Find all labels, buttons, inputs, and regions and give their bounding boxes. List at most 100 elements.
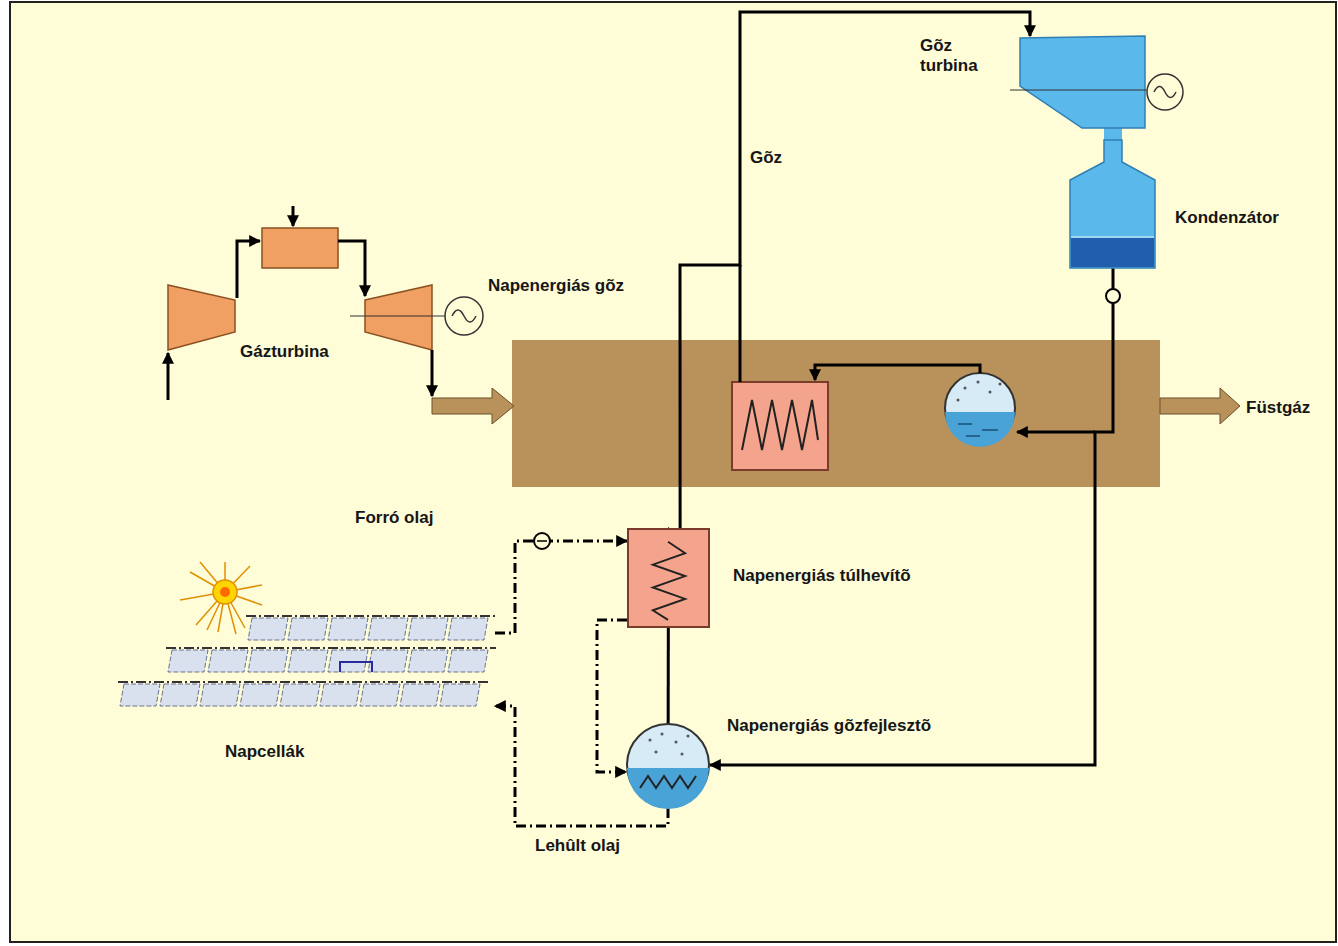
combustor [262, 228, 338, 268]
collector-trough [408, 618, 448, 640]
header-pipe [118, 681, 488, 683]
shaft [1010, 90, 1147, 91]
collector-trough [208, 650, 248, 672]
collector-trough [360, 684, 400, 706]
component-label: Gázturbina [240, 342, 329, 362]
collector-trough [288, 618, 328, 640]
exhaust-arrow [432, 388, 514, 424]
hrsg-superheater [732, 382, 828, 470]
collector-trough [408, 650, 448, 672]
bubble [655, 751, 658, 754]
condensate [1071, 237, 1154, 267]
gas-turbine-shape [165, 225, 485, 350]
bubble [649, 739, 652, 742]
condenser-shell [1070, 140, 1155, 268]
collector-trough [448, 618, 488, 640]
bubble [675, 741, 678, 744]
collector-trough [120, 684, 160, 706]
collector-trough [328, 618, 368, 640]
oil-pipe [597, 620, 627, 772]
solar-collector-field-shape [115, 610, 495, 725]
collector-trough [440, 684, 480, 706]
component-label: Napenergiás gõzfejlesztõ [727, 716, 931, 736]
bubble [681, 753, 684, 756]
heat-recovery-band [512, 340, 1160, 487]
collector-trough [448, 650, 488, 672]
feedwater-line [1017, 431, 1095, 434]
superheater-coil [653, 542, 685, 620]
collector-trough [288, 650, 328, 672]
collector-trough [248, 650, 288, 672]
header-pipe [166, 647, 496, 649]
oil-pipe [495, 541, 627, 633]
component-label: Napenergiás túlhevítõ [733, 566, 911, 586]
flow-label: Füstgáz [1246, 398, 1310, 418]
flow-label: Gõz [750, 148, 782, 168]
drum-to-superheater-line [815, 365, 980, 380]
label-anchor: Gõz [750, 148, 782, 168]
collector-trough [200, 684, 240, 706]
sun-core [220, 587, 230, 597]
flow-label: Forró olaj [355, 508, 433, 528]
collector-trough [160, 684, 200, 706]
gas-flow-line [292, 206, 295, 226]
shaft [350, 316, 445, 317]
drum-bubbles [957, 381, 1002, 402]
steam-turbine: Gõz turbina [1015, 36, 1190, 128]
collector-trough [280, 684, 320, 706]
component-label: Gõz turbina [920, 36, 1000, 77]
condenser: Kondenzátor [1068, 140, 1158, 268]
steam-water-pipe [680, 12, 1030, 528]
evaporator-coil [640, 776, 696, 788]
generator [445, 297, 483, 335]
collector-trough [368, 650, 408, 672]
gas-turbine-stage [365, 285, 432, 350]
oil-pump [534, 533, 550, 549]
flow-label: Napenergiás gõz [488, 276, 624, 296]
gas-turbine: Gázturbina [165, 225, 485, 350]
sun [213, 580, 237, 604]
generator-sine [1154, 87, 1176, 98]
drum-water [627, 768, 709, 809]
flow-label: Lehûlt olaj [535, 836, 620, 856]
header-pipe [246, 615, 496, 617]
label-anchor: Füstgáz [1246, 398, 1310, 418]
gas-flow-line [237, 241, 260, 298]
hrsg-steam-line [739, 265, 742, 382]
solar-steam-generator-shape [626, 722, 710, 808]
condensate-surface [1071, 236, 1154, 238]
collector-trough [400, 684, 440, 706]
steam-turbine-shape [1015, 36, 1190, 128]
collector-trough [240, 684, 280, 706]
background-frame [10, 2, 1336, 942]
generator-sine [452, 310, 476, 322]
steam-turbine [1020, 36, 1145, 128]
label-anchor: Forró olaj [355, 508, 433, 528]
condenser-shape [1068, 140, 1158, 268]
component-label: Napcellák [225, 742, 304, 762]
gas-flow-line [431, 350, 434, 396]
collector-trough [320, 684, 360, 706]
feed-pump [1106, 289, 1120, 303]
solar-collector-field: Napcellák [115, 610, 495, 725]
collector-trough [168, 650, 208, 672]
drum-water [945, 412, 1015, 447]
superheater-coil [742, 400, 818, 450]
solar-superheater: Napenergiás túlhevítõ [627, 528, 710, 628]
compressor [168, 285, 235, 350]
collector-trough [248, 618, 288, 640]
turbine-exhaust-neck [1104, 128, 1122, 140]
gas-flow-line [167, 353, 170, 400]
component-label: Kondenzátor [1175, 208, 1279, 228]
oil-pump-mark [537, 540, 547, 542]
label-anchor: Lehûlt olaj [535, 836, 620, 856]
solar-steam-generator: Napenergiás gõzfejlesztõ [626, 722, 710, 808]
flue-gas-arrow [1160, 388, 1240, 424]
generator [1147, 74, 1183, 110]
drum-waves [958, 424, 998, 436]
bubble [661, 733, 664, 736]
sun-rays [180, 562, 262, 634]
collector-bracket [340, 662, 372, 672]
